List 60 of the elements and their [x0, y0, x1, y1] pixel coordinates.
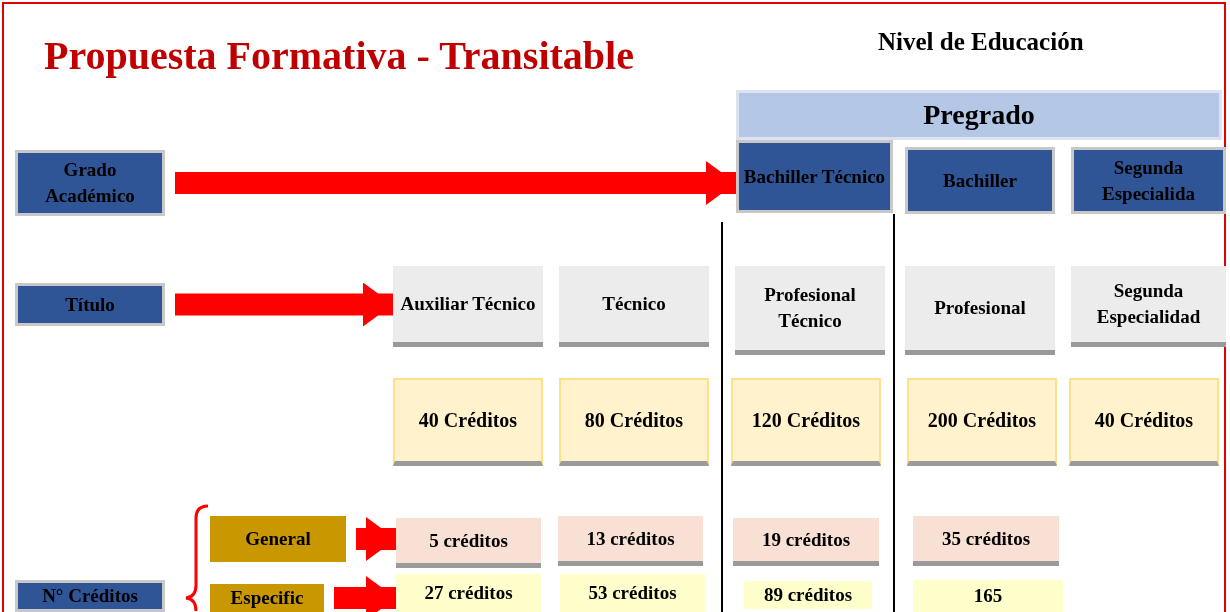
box-label: 40 Créditos [1094, 408, 1194, 433]
box-label: Auxiliar Técnico [400, 292, 536, 317]
credits-box [396, 574, 541, 612]
credits-box [731, 378, 881, 466]
heading-box [736, 140, 893, 213]
box-label: 80 Créditos [584, 408, 684, 433]
heading-box [15, 283, 165, 326]
credits-box [393, 378, 543, 466]
credits-box [396, 518, 541, 568]
box-label: Pregrado [923, 98, 1035, 133]
box-label: Título [65, 292, 115, 317]
category-box [210, 516, 346, 562]
credits-box [559, 378, 709, 466]
box-label: Grado Académico [44, 158, 136, 208]
credits-box [907, 378, 1057, 466]
box-label: 27 créditos [424, 581, 513, 606]
box-label: 5 créditos [429, 528, 508, 553]
credits-box [913, 516, 1059, 566]
box-label: 89 créditos [763, 583, 853, 608]
box-label: Bachiller [943, 168, 1017, 193]
box-label: 53 créditos [588, 581, 677, 606]
box-label: 40 Créditos [418, 408, 518, 433]
box-label: General [245, 527, 311, 552]
box-label: Segunda Especialidad [1095, 279, 1202, 329]
credits-box [1069, 378, 1219, 466]
arrow [334, 576, 396, 612]
box-label: 165 [973, 584, 1003, 609]
box-label: Bachiller Técnico [743, 164, 886, 189]
box-label: 35 créditos [941, 526, 1031, 551]
box-label: N° Créditos [42, 584, 138, 609]
heading-box [1071, 147, 1226, 214]
box-label: Segunda Especialida [1101, 155, 1196, 206]
box-label: 120 Créditos [751, 408, 861, 433]
title-box [1071, 266, 1226, 347]
heading-box [15, 150, 165, 216]
title-box [559, 266, 709, 347]
arrow [175, 282, 393, 327]
title-box [393, 266, 543, 347]
arrow [356, 517, 396, 561]
box-label: Técnico [602, 292, 666, 317]
diagram-title: Propuesta Formativa - Transitable [44, 32, 634, 79]
box-label: Profesional Técnico [763, 283, 857, 333]
title-box [735, 266, 885, 355]
level-band [736, 90, 1222, 140]
section-heading: Nivel de Educación [878, 28, 1084, 56]
box-label: 200 Créditos [927, 408, 1037, 433]
credits-box [558, 516, 703, 566]
arrow [175, 161, 736, 205]
box-label: Profesional [934, 296, 1026, 321]
credits-box [913, 580, 1063, 612]
credits-box [744, 581, 872, 609]
box-label: 19 créditos [761, 527, 851, 552]
title-box [905, 266, 1055, 355]
box-label: Especific [230, 586, 304, 611]
heading-box [15, 580, 165, 612]
category-box [210, 584, 324, 612]
heading-box [905, 147, 1055, 214]
credits-box [733, 518, 879, 566]
credits-box [560, 574, 705, 612]
box-label: 13 créditos [586, 526, 675, 551]
